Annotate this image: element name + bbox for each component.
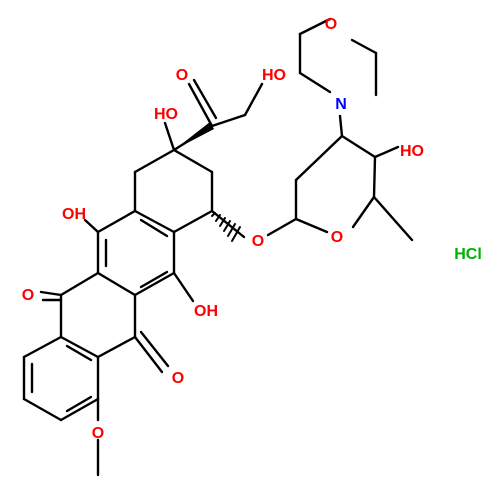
ketone-oxygen-label: O [176,67,188,84]
wedge-bond-layer [174,122,241,242]
morpholine-nitrogen-label: N [335,96,347,113]
quinone-oxygen-label: O [22,287,34,304]
morpholine-oxygen-label: O [325,16,337,33]
wedge-bond [174,122,214,150]
c11-hydroxyl-label: OH [194,303,218,320]
c9-hydroxyl-label: HO [154,106,178,123]
sugar-ring-oxygen-label: O [331,229,343,246]
atom-label-layer: O N HO O HO HO O O OH OH O O O HCl [22,16,482,442]
sugar-hydroxyl-label: HO [400,143,424,160]
glycosidic-oxygen-label: O [252,233,264,250]
hashed-bond [211,212,241,242]
side-chain-hydroxyl-label: HO [262,67,286,84]
hydrochloride-salt-label: HCl [454,246,482,263]
quinone-oxygen-label: O [172,370,184,387]
methoxy-oxygen-label: O [92,425,104,442]
c6-hydroxyl-label: OH [62,206,86,223]
bond-layer [22,17,414,477]
